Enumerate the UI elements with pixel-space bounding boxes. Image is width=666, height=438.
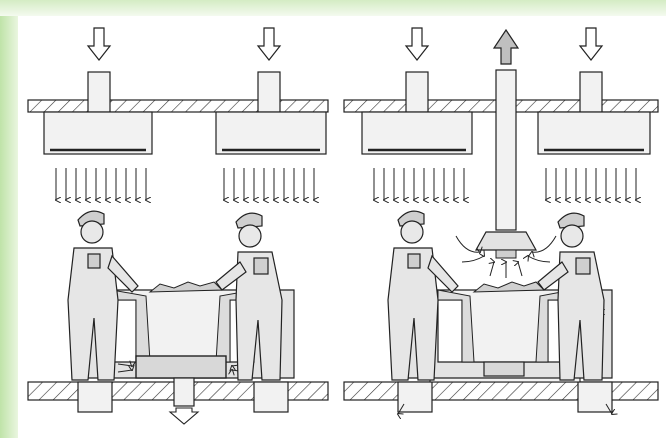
worker-figure-icon — [537, 212, 605, 381]
left-panel — [27, 27, 329, 425]
exhaust-hood-icon — [474, 231, 538, 251]
supply-duct-left-2 — [257, 71, 281, 113]
supply-duct-left-1 — [87, 71, 111, 113]
worker-figure-icon — [215, 212, 283, 381]
up-arrow-icon — [492, 28, 520, 65]
green-frame-left — [0, 0, 18, 438]
down-arrow-icon — [404, 27, 430, 61]
hood-airflow — [455, 235, 557, 278]
right-panel — [343, 27, 659, 414]
material-pile-right — [472, 281, 546, 293]
air-diffuser-left-2 — [215, 111, 327, 155]
material-pile-left — [148, 281, 224, 293]
down-arrow-icon — [168, 407, 200, 425]
worker-figure-icon — [387, 210, 459, 381]
down-arrow-icon — [86, 27, 112, 61]
floor-exhaust-slot-left — [135, 355, 227, 379]
worker-figure-icon — [67, 210, 139, 381]
green-frame-top — [0, 0, 666, 16]
down-arrow-icon — [256, 27, 282, 61]
exhaust-duct-right — [495, 69, 517, 231]
ceiling-left — [27, 99, 329, 113]
supply-airflow-right — [374, 168, 636, 200]
air-diffuser-left-1 — [43, 111, 153, 155]
supply-airflow-left — [56, 168, 314, 200]
down-arrow-icon — [578, 27, 604, 61]
